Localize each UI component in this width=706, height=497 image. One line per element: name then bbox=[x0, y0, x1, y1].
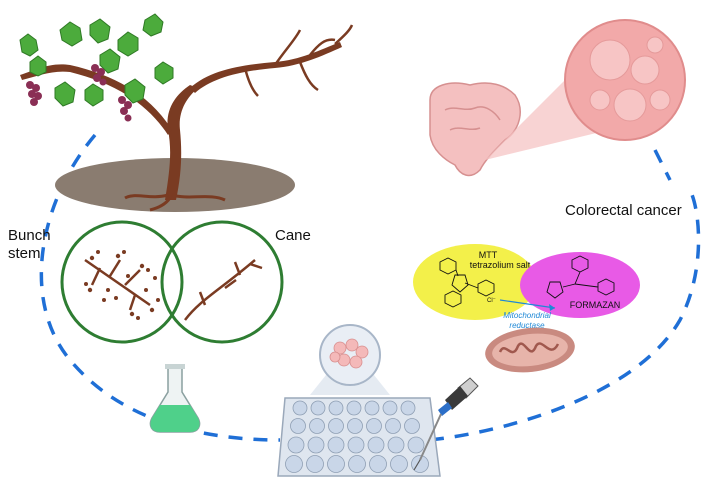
well-plate bbox=[277, 397, 441, 477]
cycle-dashed-loop bbox=[39, 133, 701, 442]
cane-circle bbox=[160, 220, 284, 344]
colorectal-cancer-label: Colorectal cancer bbox=[565, 202, 682, 219]
svg-text:FORMAZAN: FORMAZAN bbox=[570, 300, 621, 310]
cane-label: Cane bbox=[275, 227, 311, 244]
svg-text:MTT: MTT bbox=[479, 250, 498, 260]
intestine-illustration bbox=[429, 82, 521, 177]
pipette-icon bbox=[413, 377, 479, 471]
svg-text:reductase: reductase bbox=[509, 321, 545, 330]
svg-text:stem: stem bbox=[8, 245, 41, 262]
mtt-structure bbox=[439, 257, 495, 308]
flask-icon bbox=[149, 364, 201, 433]
cell-culture-magnifier bbox=[310, 324, 390, 395]
mitochondrion-illustration bbox=[485, 327, 575, 373]
enzyme-label: Mitochondrial reductase bbox=[503, 311, 551, 330]
formazan-bubble: FORMAZAN bbox=[520, 252, 640, 318]
grapevine-illustration bbox=[19, 13, 354, 212]
svg-text:Bunch: Bunch bbox=[8, 227, 51, 244]
bunch-stem-label: Bunch stem bbox=[8, 227, 51, 262]
mtt-bubble: MTT tetrazolium salt Cl⁻ bbox=[413, 244, 537, 320]
svg-text:Cl⁻: Cl⁻ bbox=[487, 298, 496, 304]
svg-text:tetrazolium salt: tetrazolium salt bbox=[470, 260, 531, 270]
formazan-structure bbox=[546, 255, 615, 299]
bunch-stem-circle bbox=[60, 220, 184, 344]
svg-text:Mitochondrial: Mitochondrial bbox=[503, 311, 551, 320]
reaction-arrow bbox=[499, 299, 556, 311]
tumor-magnifier bbox=[485, 19, 686, 160]
